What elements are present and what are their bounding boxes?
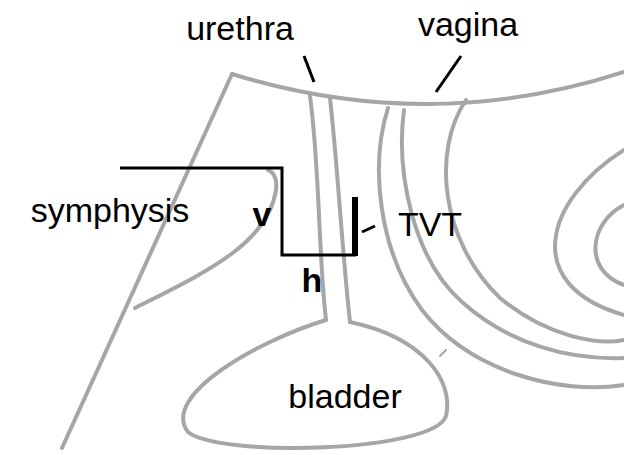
tvt-tape — [352, 197, 358, 256]
rectal-outline — [555, 150, 624, 315]
bladder-outline — [183, 320, 447, 448]
leader-line — [304, 56, 314, 82]
leader-line — [362, 226, 375, 232]
organ-label: urethra — [186, 11, 294, 45]
tissue-mark — [440, 350, 446, 356]
organ-label: vagina — [418, 7, 518, 41]
vaginal-wall — [446, 100, 624, 341]
bone-label: symphysis — [31, 193, 190, 227]
leader-line — [436, 56, 461, 92]
device-label: TVT — [398, 207, 462, 241]
organ-label: bladder — [288, 379, 401, 413]
dimension-label: h — [302, 263, 323, 297]
symphysis-outline — [135, 170, 276, 308]
pelvic-outline — [62, 74, 232, 448]
vaginal-roof — [232, 72, 624, 104]
rectal-outline — [595, 205, 624, 285]
urethra-wall — [330, 98, 350, 322]
dimension-label: v — [253, 197, 272, 231]
vaginal-wall — [379, 108, 624, 387]
